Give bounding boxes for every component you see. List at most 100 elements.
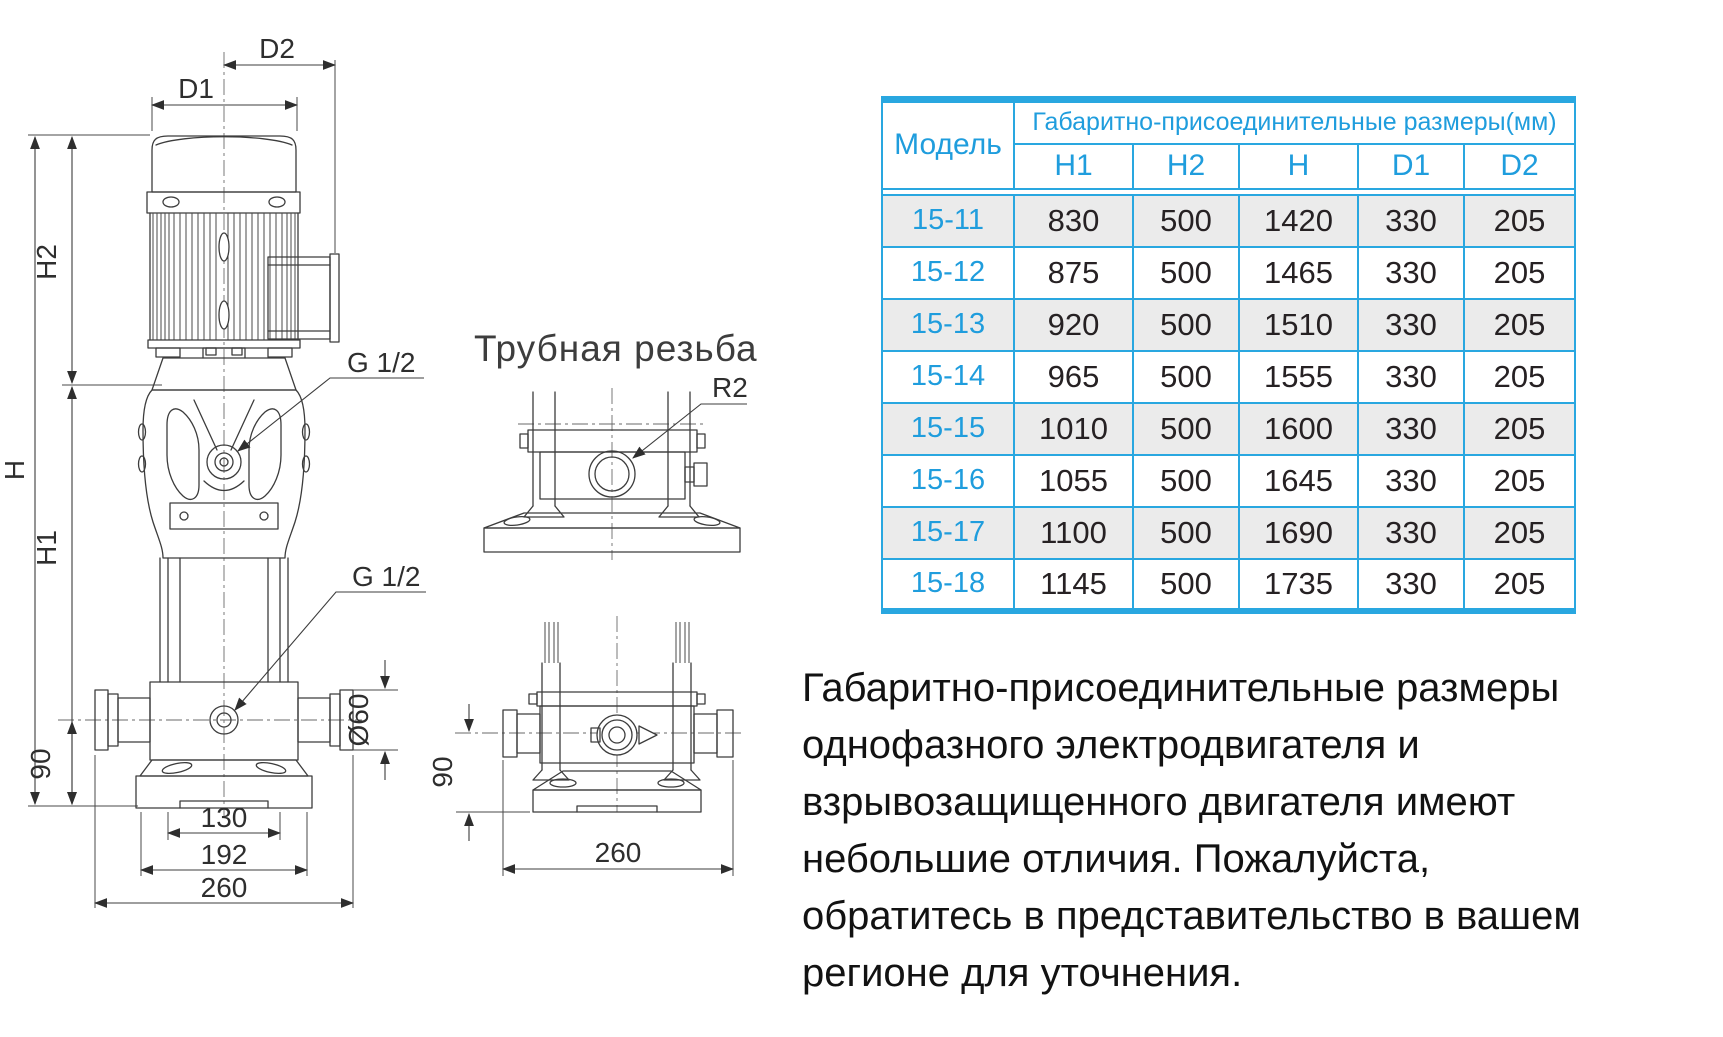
dim-label-90: 90: [25, 748, 56, 779]
cell-d2: 205: [1463, 505, 1576, 560]
vent-plug-port: [206, 444, 242, 480]
cell-h1: 875: [1013, 245, 1134, 300]
cell-d1: 330: [1357, 401, 1465, 456]
table-row: 15-12 875 500 1465 330 205: [881, 245, 1576, 300]
label-g12-top: G 1/2: [347, 347, 415, 378]
cell-h2: 500: [1132, 557, 1240, 612]
cell-h2: 500: [1132, 297, 1240, 352]
dim-label-dia60: Ø60: [343, 694, 374, 747]
cell-d2: 205: [1463, 297, 1576, 352]
dim-label-h: H: [0, 460, 30, 480]
dimensions-table: Модель Габаритно-присоединительные разме…: [881, 96, 1576, 614]
cell-h: 1465: [1238, 245, 1359, 300]
cell-model: 15-18: [881, 557, 1015, 612]
note-line: однофазного электродвигателя и: [802, 723, 1420, 767]
cell-h: 1510: [1238, 297, 1359, 352]
dim-label-192: 192: [201, 839, 248, 870]
cell-d1: 330: [1357, 557, 1465, 612]
cell-h: 1690: [1238, 505, 1359, 560]
note-line: небольшие отличия. Пожалуйста,: [802, 837, 1431, 881]
cell-h2: 500: [1132, 453, 1240, 508]
cell-h1: 965: [1013, 349, 1134, 404]
table-row: 15-18 1145 500 1735 330 205: [881, 557, 1576, 612]
cell-h2: 500: [1132, 505, 1240, 560]
column-header-h2: H2: [1132, 142, 1240, 190]
pipe-thread-title: Трубная резьба: [474, 328, 758, 369]
dim-label-d1: D1: [178, 73, 214, 104]
cell-model: 15-16: [881, 453, 1015, 508]
note-line: регионе для уточнения.: [802, 951, 1243, 995]
flow-direction-arrow: [638, 725, 658, 745]
cell-model: 15-12: [881, 245, 1015, 300]
cell-model: 15-17: [881, 505, 1015, 560]
table-row: 15-14 965 500 1555 330 205: [881, 349, 1576, 404]
cell-h1: 1100: [1013, 505, 1134, 560]
dim-label-d2: D2: [259, 33, 295, 64]
column-header-h1: H1: [1013, 142, 1134, 190]
terminal-box: [267, 253, 340, 343]
cell-d2: 205: [1463, 349, 1576, 404]
cell-d1: 330: [1357, 193, 1465, 248]
cell-d1: 330: [1357, 349, 1465, 404]
centerlines: [58, 52, 745, 818]
dim-label-aux-260: 260: [595, 837, 642, 868]
cell-d1: 330: [1357, 245, 1465, 300]
table-row: 15-15 1010 500 1600 330 205: [881, 401, 1576, 456]
pump-head: [137, 389, 311, 559]
cell-d2: 205: [1463, 557, 1576, 612]
column-header-d1: D1: [1357, 142, 1465, 190]
thread-port-r2: [588, 450, 636, 498]
cell-d1: 330: [1357, 297, 1465, 352]
label-g12-bottom: G 1/2: [352, 561, 420, 592]
dimension-lines: [30, 60, 426, 908]
drain-plug-port: [209, 705, 239, 735]
cell-h1: 1010: [1013, 401, 1134, 456]
pump-dimensional-drawing: D1 D2 H H2 H1 90 Ø60 130 192 260 G 1/2 G…: [0, 33, 758, 908]
cell-h1: 1055: [1013, 453, 1134, 508]
cell-h1: 830: [1013, 193, 1134, 248]
dim-label-260: 260: [201, 872, 248, 903]
base-plate: [135, 759, 313, 809]
cell-h2: 500: [1132, 349, 1240, 404]
cell-h1: 920: [1013, 297, 1134, 352]
table-row: 15-13 920 500 1510 330 205: [881, 297, 1576, 352]
dim-label-h1: H1: [31, 530, 62, 566]
cell-h2: 500: [1132, 401, 1240, 456]
motor-body: [149, 212, 299, 341]
outlet-port: [596, 714, 638, 756]
label-r2: R2: [712, 372, 748, 403]
cell-h: 1735: [1238, 557, 1359, 612]
dim-label-h2: H2: [31, 244, 62, 280]
cell-h: 1645: [1238, 453, 1359, 508]
note-line: обратитесь в представительство в вашем: [802, 894, 1581, 938]
cell-h: 1600: [1238, 401, 1359, 456]
motor-fan-cover: [151, 135, 297, 193]
cell-d2: 205: [1463, 453, 1576, 508]
cell-d1: 330: [1357, 505, 1465, 560]
cell-d2: 205: [1463, 193, 1576, 248]
table-row: 15-11 830 500 1420 330 205: [881, 193, 1576, 248]
dim-label-aux-90: 90: [427, 756, 458, 787]
cell-d2: 205: [1463, 401, 1576, 456]
table-header-model: Модель: [881, 98, 1015, 190]
cell-h2: 500: [1132, 193, 1240, 248]
note-line: взрывозащищенного двигателя имеют: [802, 780, 1516, 824]
cell-h: 1420: [1238, 193, 1359, 248]
column-header-h: H: [1238, 142, 1359, 190]
table-row: 15-17 1100 500 1690 330 205: [881, 505, 1576, 560]
pump-front-view: D1 D2 H H2 H1 90 Ø60 130 192 260 G 1/2 G…: [0, 33, 426, 908]
note-line: Габаритно-присоединительные размеры: [802, 666, 1560, 710]
table-header-group: Габаритно-присоединительные размеры(мм): [1013, 98, 1576, 145]
pipe-thread-detail-view: Трубная резьба R2: [474, 328, 758, 553]
cell-model: 15-15: [881, 401, 1015, 456]
cell-h2: 500: [1132, 245, 1240, 300]
column-header-d2: D2: [1463, 142, 1576, 190]
cell-d1: 330: [1357, 453, 1465, 508]
cell-d2: 205: [1463, 245, 1576, 300]
cell-model: 15-13: [881, 297, 1015, 352]
pump-column: [159, 557, 289, 683]
cell-model: 15-11: [881, 193, 1015, 248]
motor-note-paragraph: Габаритно-присоединительные размеры одно…: [802, 660, 1581, 1002]
cell-model: 15-14: [881, 349, 1015, 404]
dim-label-130: 130: [201, 802, 248, 833]
